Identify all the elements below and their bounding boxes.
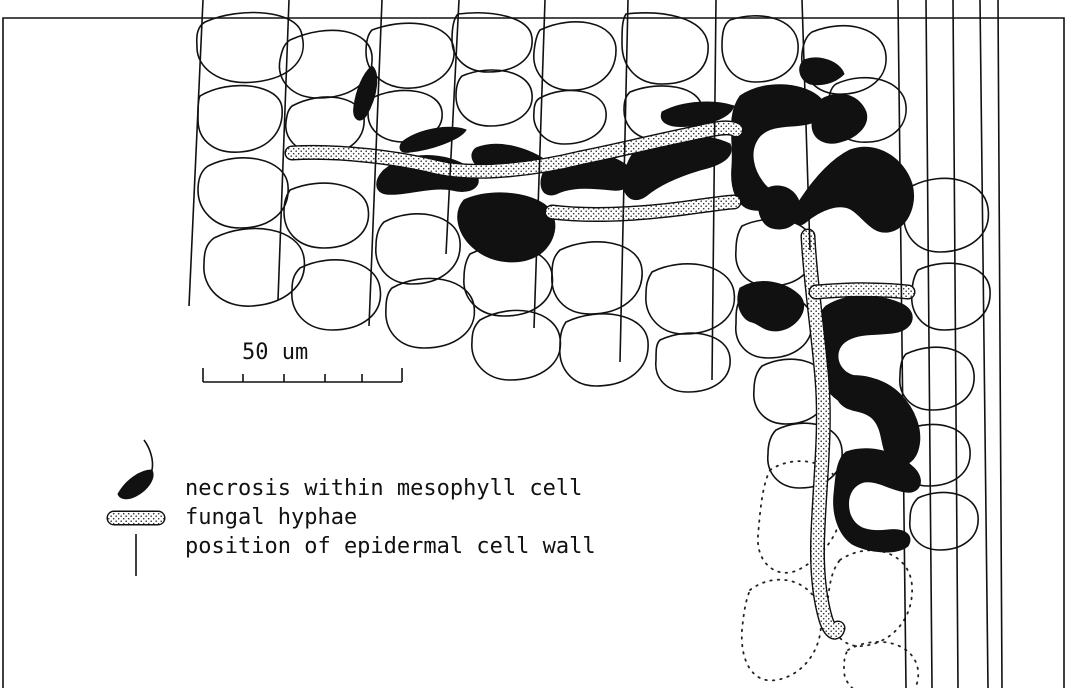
necrosis-symbol — [118, 440, 153, 499]
dotted-cells — [742, 461, 918, 688]
scale-bar-label: 50 um — [242, 342, 308, 364]
legend-necrosis-label: necrosis within mesophyll cell — [185, 478, 582, 500]
epidermal-walls — [189, 0, 1002, 688]
legend-symbols — [114, 440, 158, 576]
legend-hyphae-label: fungal hyphae — [185, 507, 357, 529]
scale-bar — [203, 368, 402, 382]
legend-wall-label: position of epidermal cell wall — [185, 536, 596, 558]
